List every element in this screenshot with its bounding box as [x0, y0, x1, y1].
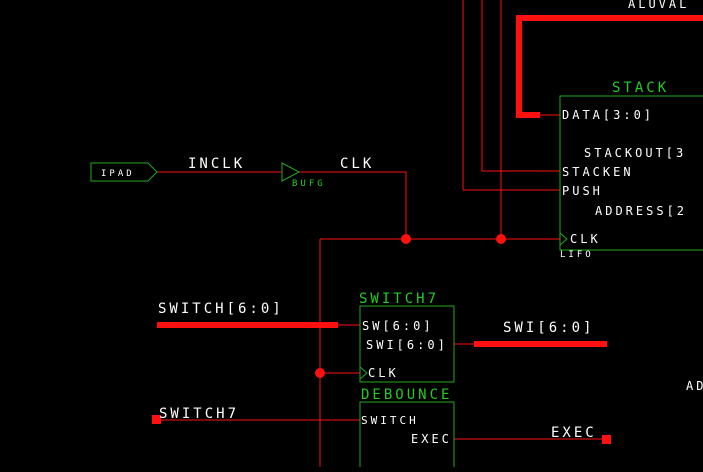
labels: ALUVAL AD IPAD INCLK CLK DATA[3:0] STACK…	[101, 0, 703, 446]
stack-pin-push: PUSH	[562, 184, 603, 198]
junction-clk-2[interactable]	[496, 234, 506, 244]
net-switch7: SWITCH7	[159, 406, 239, 422]
port-exec[interactable]	[602, 435, 611, 444]
debounce-pin-exec: EXEC	[411, 432, 452, 446]
switch7-pin-swi: SWI[6:0]	[366, 338, 448, 352]
stack-pin-clk: CLK	[570, 232, 601, 246]
stack-block[interactable]	[559, 95, 703, 251]
stack-title: STACK	[612, 80, 669, 96]
switch7-block[interactable]	[359, 305, 455, 383]
debounce-pin-switch: SWITCH	[361, 414, 419, 427]
bus-aluval[interactable]	[516, 15, 703, 118]
switch7-clk-triangle	[359, 366, 368, 380]
switch7-title: SWITCH7	[359, 291, 439, 307]
bufg-label: BUFG	[292, 179, 326, 189]
junction-clk-3[interactable]	[315, 368, 325, 378]
stack-pin-address: ADDRESS[2	[595, 204, 687, 218]
junctions	[152, 234, 611, 444]
stack-pin-stacken: STACKEN	[562, 165, 634, 179]
right-edge-label: AD	[686, 379, 703, 393]
net-clk: CLK	[340, 156, 374, 172]
bufg-symbol[interactable]	[281, 162, 301, 182]
debounce-block[interactable]	[359, 401, 455, 467]
debounce-title: DEBOUNCE	[361, 387, 452, 403]
stack-pin-data: DATA[3:0]	[562, 108, 654, 122]
ipad-label: IPAD	[101, 169, 135, 179]
net-exec: EXEC	[551, 425, 597, 441]
stack-pin-lifo: LIFO	[560, 250, 594, 260]
ipad-symbol[interactable]	[90, 162, 158, 182]
aluval-label: ALUVAL	[628, 0, 689, 11]
wires	[157, 0, 606, 467]
net-inclk: INCLK	[188, 156, 245, 172]
components	[90, 95, 703, 467]
junction-clk-1[interactable]	[401, 234, 411, 244]
buses	[157, 15, 703, 347]
net-swi-bus: SWI[6:0]	[503, 320, 594, 336]
stack-clk-triangle	[559, 232, 568, 246]
switch7-pin-sw: SW[6:0]	[362, 319, 434, 333]
port-switch7[interactable]	[152, 415, 161, 424]
switch7-pin-clk: CLK	[368, 366, 399, 380]
stack-pin-stackout: STACKOUT[3	[584, 146, 686, 160]
titles: STACK SWITCH7 DEBOUNCE BUFG	[292, 80, 669, 403]
net-switch-bus: SWITCH[6:0]	[158, 301, 284, 317]
